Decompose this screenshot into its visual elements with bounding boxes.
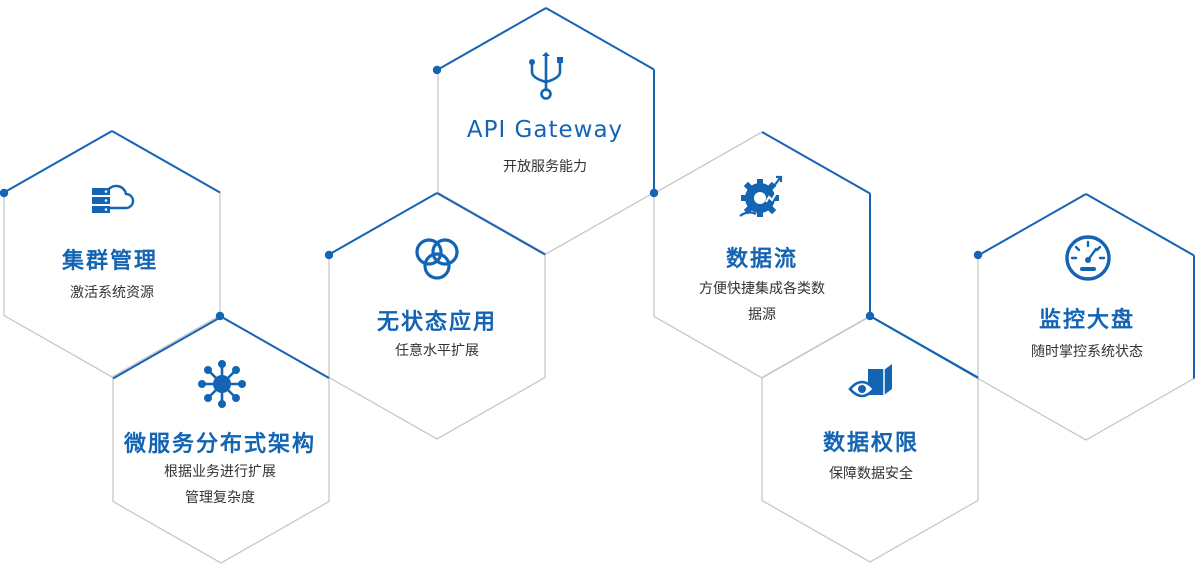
description-line: 任意水平扩展 [395,343,479,359]
accent-dot [324,250,334,260]
hexagon-accent-edge [1085,193,1195,257]
hexagon-description: 根据业务进行扩展 管理复杂度 [125,459,315,511]
description-line: 随时掌控系统状态 [1031,344,1143,360]
hexagon-accent-edges [3,7,1195,380]
hexagon-accent-edge [977,193,1087,257]
description-line: 管理复杂度 [185,490,255,506]
hexagon-accent-edge [111,130,221,194]
hexagon-title: 数据权限 [822,431,919,456]
accent-dot [215,311,225,321]
accent-dot [973,250,983,260]
accent-dots [0,65,983,321]
description-line: 激活系统资源 [70,285,154,301]
hexagon-description: 保障数据安全 [776,461,966,487]
hexagon-accent-edge [3,130,113,194]
hexagon-description: 开放服务能力 [450,154,640,180]
hexagon-accent-edge [112,316,222,380]
connector-edge [219,315,330,379]
gauge-icon [1062,232,1114,284]
circles-icon [411,232,463,284]
hexagon-title: 微服务分布式架构 [123,432,316,457]
hexagon-description: 随时掌控系统状态 [992,339,1182,365]
hexagon-accent-edge [328,192,438,256]
description-line: 根据业务进行扩展 [164,464,276,480]
hexagon-accent-edge [437,7,547,71]
accent-dot [865,311,875,321]
hexagon-description: 激活系统资源 [17,280,207,306]
eye-box-icon [846,357,898,409]
accent-dot [649,188,659,198]
gear-flow-icon [736,172,788,224]
accent-dot [432,65,442,75]
usb-fork-icon [520,50,572,102]
hexagon-description: 方便快捷集成各类数 据源 [667,276,857,328]
hexagon-accent-edge [761,131,871,195]
description-line: 方便快捷集成各类数 [699,281,825,297]
hexagon-title: 集群管理 [61,249,158,274]
hexagon-title: API Gateway [466,117,624,143]
server-cloud-icon [86,174,138,226]
connector-edge [869,315,979,379]
hexagon-description: 任意水平扩展 [342,338,532,364]
description-line: 据源 [748,307,776,323]
hexagon-title: 无状态应用 [376,310,497,335]
description-line: 开放服务能力 [503,159,587,175]
accent-dot [0,188,9,198]
network-hub-icon [196,358,248,410]
hexagon-accent-edge [545,7,655,71]
description-line: 保障数据安全 [829,466,913,482]
hexagon-title: 数据流 [725,247,798,272]
hexagon-accent-edge [436,192,546,256]
hexagon-title: 监控大盘 [1038,308,1135,333]
